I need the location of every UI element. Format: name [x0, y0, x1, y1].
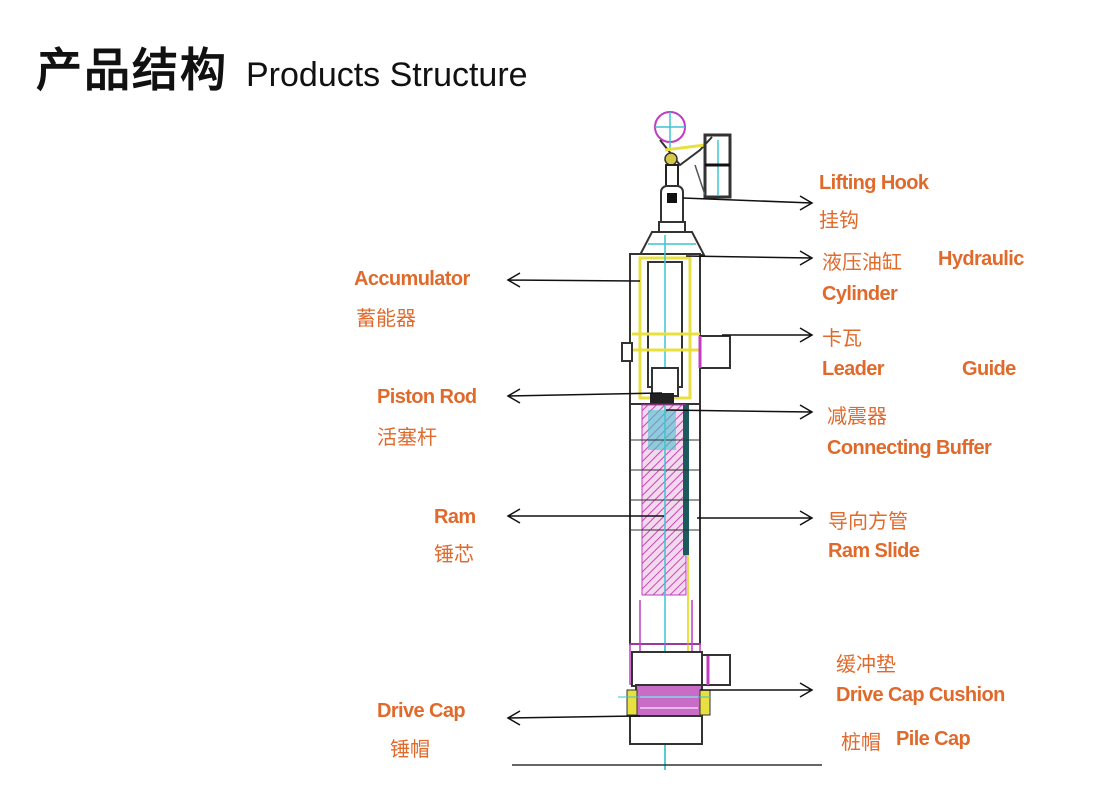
- label-leader-guide-en: Leader: [822, 358, 885, 380]
- leader-drive-cap: [506, 710, 641, 726]
- label-connecting-buffer-en: Connecting Buffer: [827, 437, 992, 459]
- label-hydraulic-cylinder-cn: 液压油缸: [822, 250, 902, 274]
- label-drive-cap-en: Drive Cap: [377, 700, 466, 722]
- label-piston-rod-cn: 活塞杆: [377, 425, 437, 449]
- leader-ram-slide: [697, 510, 814, 526]
- label-ram-slide-en: Ram Slide: [828, 540, 920, 562]
- label-ram-en: Ram: [434, 506, 476, 528]
- label-ram-slide-cn: 导向方管: [828, 509, 908, 533]
- label-hydraulic-cylinder-en2: Cylinder: [822, 283, 898, 305]
- leader-lines-right: [665, 195, 814, 698]
- lifting-hook-part: [654, 111, 732, 235]
- label-hydraulic-cylinder-en: Hydraulic: [938, 248, 1024, 270]
- label-lifting-hook-en: Lifting Hook: [819, 172, 929, 194]
- label-pile-cap-cn: 桩帽: [841, 730, 881, 754]
- leader-leader-guide: [722, 327, 814, 343]
- label-drive-cap-cn: 锤帽: [390, 737, 430, 761]
- title-english: Products Structure: [246, 56, 528, 94]
- leader-piston-rod: [506, 388, 663, 404]
- label-accumulator-en: Accumulator: [354, 268, 470, 290]
- label-pile-cap-en: Pile Cap: [896, 728, 971, 750]
- label-leader-guide-en2: Guide: [962, 358, 1016, 380]
- label-lifting-hook-cn: 挂钩: [819, 208, 859, 232]
- leader-lines-left: [506, 272, 664, 726]
- label-accumulator-cn: 蓄能器: [356, 306, 416, 330]
- leader-connecting-buffer: [665, 404, 814, 420]
- label-connecting-buffer-cn: 减震器: [827, 404, 887, 428]
- page-title: 产品结构 Products Structure: [36, 34, 528, 100]
- leader-lifting-hook: [682, 195, 814, 211]
- drive-cap-part: [618, 684, 711, 745]
- title-chinese: 产品结构: [36, 43, 228, 97]
- hydraulic-cylinder-part: [621, 231, 731, 770]
- leader-hydraulic-cylinder: [685, 250, 814, 266]
- label-drive-cap-cushion-cn: 缓冲垫: [836, 652, 896, 676]
- label-ram-cn: 锤芯: [434, 542, 474, 566]
- label-leader-guide-cn: 卡瓦: [822, 326, 862, 350]
- leader-ram: [506, 508, 664, 524]
- leader-accumulator: [506, 272, 641, 288]
- leader-drive-cap-cushion: [700, 682, 814, 698]
- label-drive-cap-cushion-en: Drive Cap Cushion: [836, 684, 1005, 706]
- label-piston-rod-en: Piston Rod: [377, 386, 477, 408]
